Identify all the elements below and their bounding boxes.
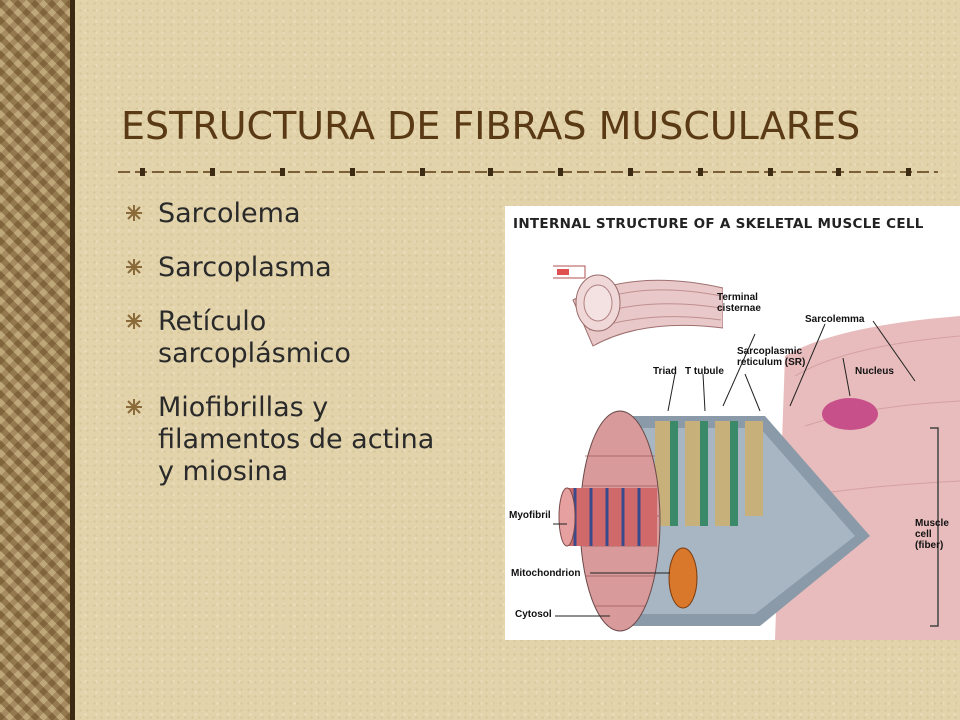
label-cytosol: Cytosol xyxy=(515,609,552,620)
muscle-inset-illustration xyxy=(553,248,723,352)
bullet-text: Sarcoplasma xyxy=(158,252,332,283)
bullet-item: Retículo sarcoplásmico xyxy=(125,306,495,370)
star-burst-icon xyxy=(126,313,142,329)
star-burst-icon xyxy=(126,259,142,275)
label-terminal-cisternae: Terminal cisternae xyxy=(717,292,761,314)
label-sarcolemma: Sarcolemma xyxy=(805,314,865,325)
bullet-text: Retículo sarcoplásmico xyxy=(158,306,351,369)
muscle-cell-illustration xyxy=(553,316,960,640)
label-triad: Triad xyxy=(653,366,677,377)
bullet-item: Sarcolema xyxy=(125,198,495,230)
label-muscle-cell: Muscle cell (fiber) xyxy=(915,518,949,551)
figure-title: INTERNAL STRUCTURE OF A SKELETAL MUSCLE … xyxy=(513,216,924,232)
bullet-list: Sarcolema Sarcoplasma Retículo sarcoplás… xyxy=(125,198,495,510)
label-myofibril: Myofibril xyxy=(509,510,551,521)
bullet-item: Miofibrillas y filamentos de actina y mi… xyxy=(125,392,495,488)
bullet-text: Miofibrillas y filamentos de actina y mi… xyxy=(158,392,435,487)
bullet-text: Sarcolema xyxy=(158,198,301,229)
muscle-cell-figure: INTERNAL STRUCTURE OF A SKELETAL MUSCLE … xyxy=(505,206,960,640)
bullet-item: Sarcoplasma xyxy=(125,252,495,284)
star-burst-icon xyxy=(126,399,142,415)
label-nucleus: Nucleus xyxy=(855,366,894,377)
label-mitochondrion: Mitochondrion xyxy=(511,568,581,579)
label-t-tubule: T tubule xyxy=(685,366,724,377)
title-divider xyxy=(118,168,938,176)
decorative-sidebar xyxy=(0,0,70,720)
slide-title: ESTRUCTURA DE FIBRAS MUSCULARES xyxy=(121,104,861,148)
label-sarcoplasmic-reticulum: Sarcoplasmic reticulum (SR) xyxy=(737,346,806,368)
sidebar-rule xyxy=(70,0,75,720)
star-burst-icon xyxy=(126,205,142,221)
